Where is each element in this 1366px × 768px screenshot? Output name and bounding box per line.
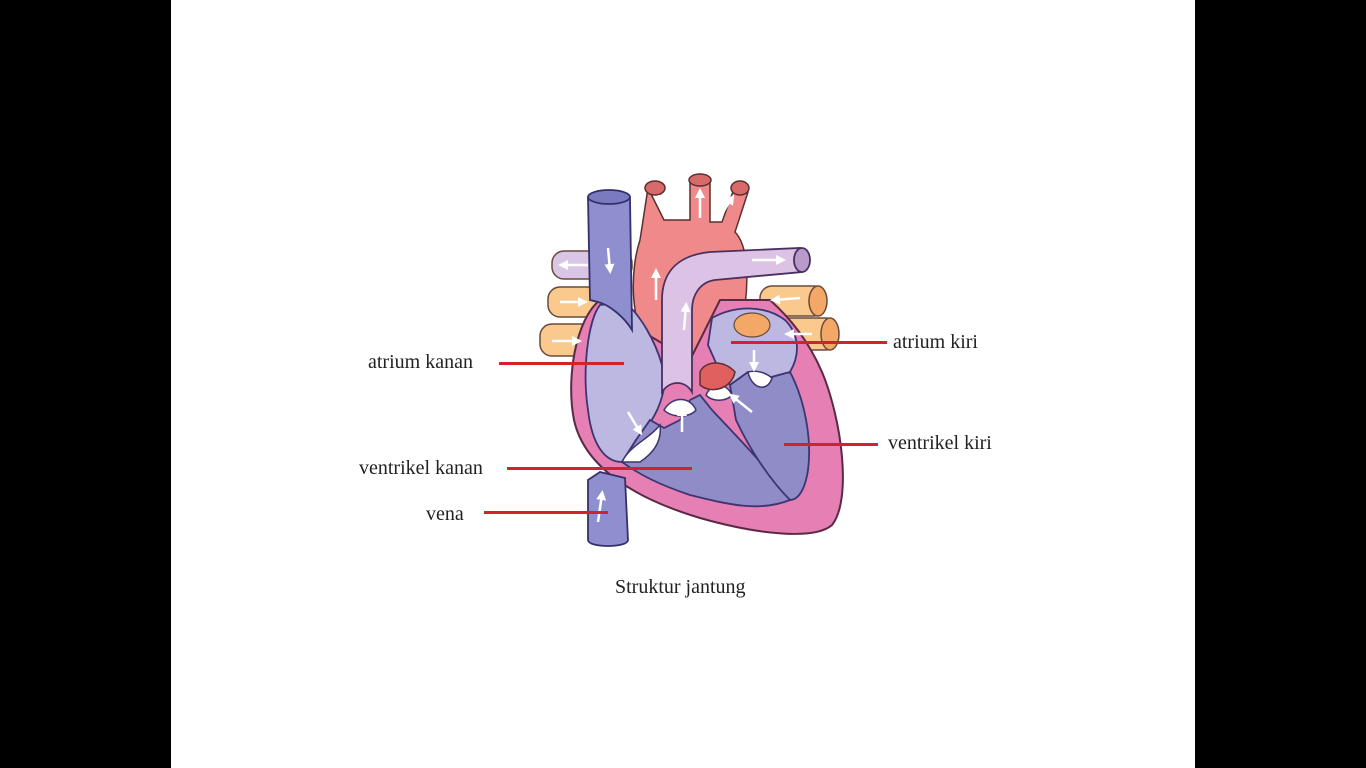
label-atrium-kanan: atrium kanan	[368, 351, 473, 373]
right-ventricle	[620, 393, 792, 508]
leader-ventrikel-kanan	[507, 467, 692, 470]
aortic-root	[699, 362, 736, 391]
label-ventrikel-kanan: ventrikel kanan	[359, 457, 483, 479]
flow-arrows	[552, 188, 812, 523]
label-atrium-kiri: atrium kiri	[893, 331, 978, 353]
leader-atrium-kanan	[499, 362, 624, 365]
leader-vena	[484, 511, 608, 514]
diagram-caption: Struktur jantung	[615, 576, 746, 598]
left-ventricle	[729, 370, 811, 501]
label-ventrikel-kiri: ventrikel kiri	[888, 432, 992, 454]
leader-atrium-kiri	[731, 341, 887, 344]
label-vena: vena	[426, 503, 464, 525]
pulmonary-artery	[661, 247, 811, 396]
leader-ventrikel-kiri	[784, 443, 878, 446]
pulmonary-vein-opening	[733, 312, 771, 338]
